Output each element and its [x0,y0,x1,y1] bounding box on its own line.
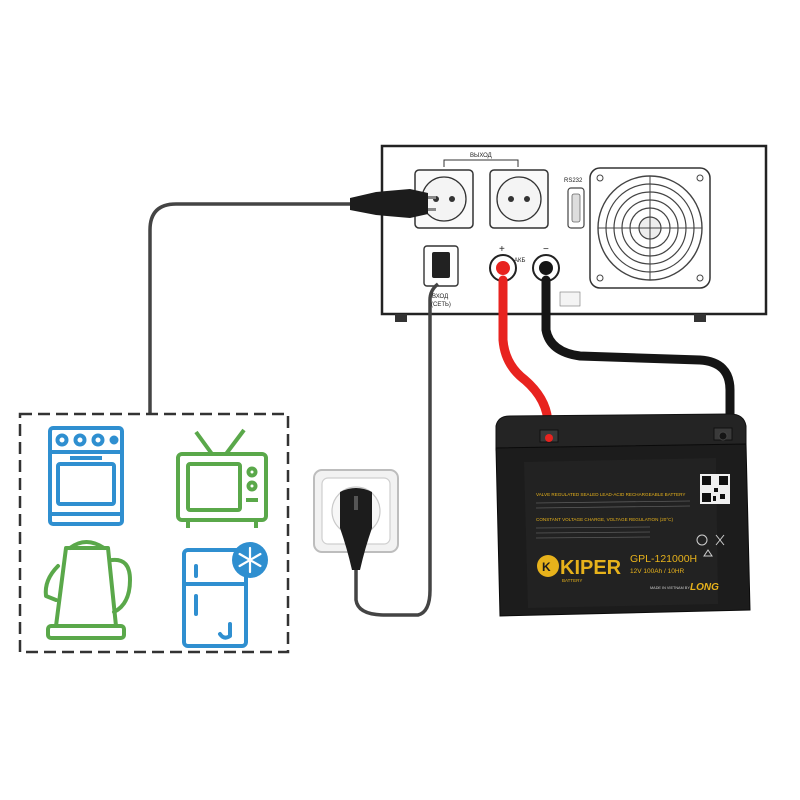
snowflake-badge-icon [232,542,268,578]
appliance-output-cable [148,202,360,414]
battery-model: GPL-121000H [630,553,697,565]
output-label: ВЫХОД [470,153,492,159]
spec-plate [559,291,581,307]
output-plug [350,189,436,218]
battery-qr-code [700,474,730,504]
minus-label: − [543,244,549,255]
akb-label: АКБ [514,258,525,264]
rs232-port[interactable] [567,187,585,229]
battery: VALVE REGULATED SEALED LEAD-ACID RECHARG… [495,413,751,617]
rs232-label: RS232 [564,178,583,184]
battery-terminal-positive[interactable] [545,434,553,442]
fan-grille [589,167,711,289]
tv-icon [176,428,268,528]
battery-brand: KIPER [560,557,622,579]
battery-maker-logo: LONG [690,582,719,593]
kiper-logo: K KIPER BATTERY [537,555,622,583]
wall-plug [340,488,372,570]
output-socket-2[interactable] [489,169,549,229]
input-sub-label: (СЕТЬ) [431,302,451,308]
red-battery-cable [498,275,553,445]
battery-spec: 12V 100Ah / 10HR [630,568,685,575]
inverter-feet [395,314,407,322]
black-battery-cable [541,275,735,433]
input-label: ВХОД [432,294,448,300]
battery-terminal-negative[interactable] [718,431,728,441]
mains-cable [354,282,440,617]
fridge-icon [182,548,248,648]
mains-input-port[interactable] [423,245,459,287]
battery-charge-text: CONSTANT VOLTAGE CHARGE, VOLTAGE REGULAT… [536,517,674,522]
battery-brand-sub: BATTERY [562,578,582,583]
battery-warning-symbols [696,534,725,557]
battery-header-text: VALVE REGULATED SEALED LEAD-ACID RECHARG… [536,492,685,497]
oven-icon [48,426,124,526]
appliances-frame [18,412,290,654]
battery-made-in: MADE IN VIETNAM BY [650,586,690,590]
svg-text:K: K [542,560,551,574]
kettle-icon [43,540,132,640]
inverter: ВЫХОД RS232 [380,144,768,322]
plus-label: + [499,244,505,255]
